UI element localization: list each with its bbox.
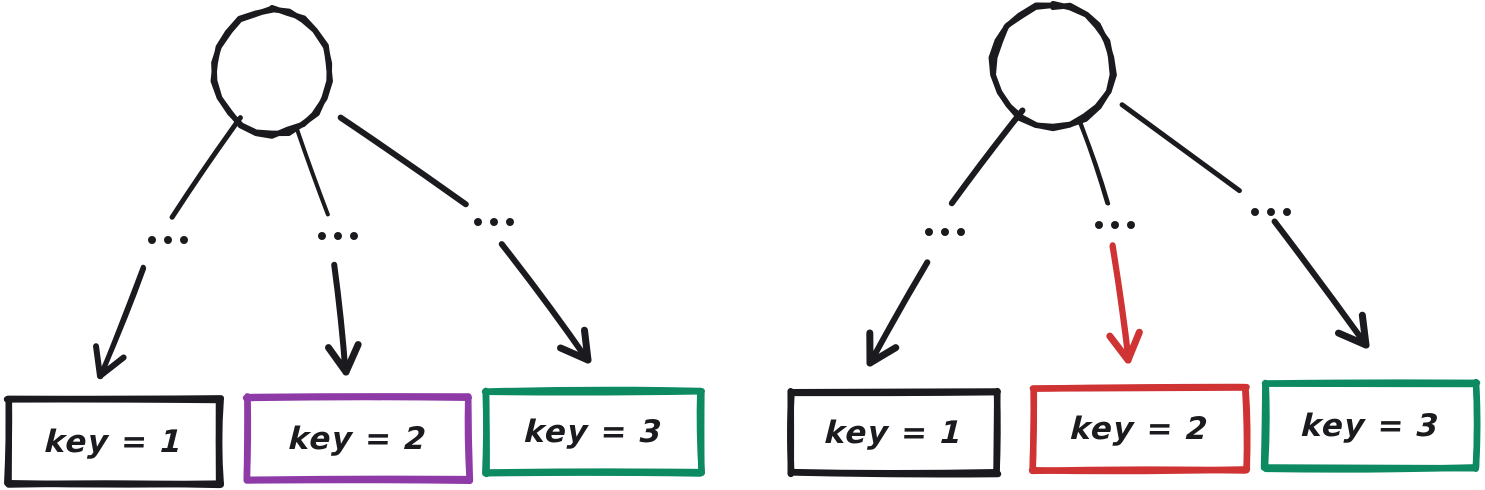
box-key-2-edge-1: [1241, 385, 1251, 473]
box-key-3[interactable]: [481, 386, 706, 478]
box-key-1-edge-1: [993, 388, 1001, 478]
ellipsis-left-icon: [148, 236, 188, 244]
arrow-to-key-3-shaft: [498, 241, 591, 364]
ellipsis-middle-icon: [318, 232, 358, 240]
arrow-to-key-2-shaft: [331, 261, 349, 376]
box-key-2-edge-1: [464, 393, 474, 484]
arrow-to-key-3-head-0: [557, 344, 592, 364]
box-key-1-edge-0: [3, 395, 223, 404]
ellipsis-left-icon: [925, 228, 965, 236]
box-key-1-edge-2: [787, 469, 1002, 478]
arrow-to-key-1-head-1: [97, 354, 127, 379]
box-key-2[interactable]: [242, 393, 474, 485]
box-key-3-edge-0: [482, 386, 704, 395]
box-key-3-edge-3: [1261, 380, 1270, 471]
branch-left-stroke: [948, 107, 1026, 207]
branch-middle: [295, 128, 330, 217]
branch-left-stroke: [169, 115, 243, 220]
arrow-to-key-3: [1271, 218, 1370, 349]
arrow-to-key-2-head-0: [1106, 332, 1132, 364]
box-key-3-edge-2: [1261, 464, 1479, 472]
box-key-2[interactable]: [1028, 383, 1251, 475]
arrow-to-key-1: [93, 264, 147, 380]
box-key-3-edge-3: [482, 387, 490, 477]
branch-left: [948, 107, 1026, 207]
root-node-circle[interactable]: [988, 0, 1117, 132]
ellipsis-right-icon: [1251, 208, 1291, 216]
branch-middle: [1078, 120, 1111, 206]
branch-right-stroke: [1119, 102, 1242, 194]
box-key-3-edge-1: [696, 387, 706, 477]
arrow-to-key-2-head-1: [1124, 328, 1143, 364]
box-key-1[interactable]: [3, 395, 225, 489]
box-key-3-edge-1: [1472, 378, 1481, 472]
arrow-to-key-2-head-0: [325, 344, 350, 376]
box-key-2-edge-3: [243, 394, 252, 483]
arrow-to-key-2: [1106, 242, 1143, 364]
arrow-to-key-3-shaft: [1271, 218, 1370, 349]
root-node-circle-stroke: [211, 5, 333, 137]
box-key-2-edge-3: [1029, 385, 1037, 474]
arrow-to-key-2-head-1: [342, 341, 362, 376]
box-key-3[interactable]: [1260, 378, 1481, 473]
box-key-1-edge-1: [215, 395, 224, 488]
box-key-2-edge-2: [244, 475, 472, 484]
branch-right: [1119, 102, 1242, 194]
branch-left: [169, 115, 243, 220]
arrow-to-key-3-head-0: [1334, 329, 1370, 349]
arrow-to-key-3: [498, 241, 592, 364]
branch-middle-stroke: [295, 128, 330, 217]
ellipsis-right-icon: [474, 218, 514, 226]
box-key-2-edge-2: [1028, 466, 1249, 475]
box-key-2-edge-0: [244, 393, 472, 401]
root-node-circle[interactable]: [210, 4, 333, 139]
arrow-to-key-2: [325, 261, 362, 376]
arrow-to-key-1: [866, 259, 931, 367]
box-key-1-edge-0: [788, 388, 1001, 397]
box-key-3-edge-2: [483, 468, 705, 476]
arrow-to-key-1-shaft: [867, 259, 931, 367]
root-node-circle-stroke: [990, 0, 1116, 130]
box-key-2-edge-0: [1030, 383, 1250, 392]
branch-right: [337, 114, 469, 208]
arrow-to-key-1-head-1: [866, 344, 900, 367]
arrow-to-key-2-shaft: [1109, 243, 1132, 363]
arrow-to-key-3-head-1: [1358, 311, 1370, 349]
box-key-1[interactable]: [787, 387, 1002, 478]
branch-middle-stroke: [1078, 120, 1110, 206]
ellipsis-middle-icon: [1095, 221, 1135, 229]
arrow-to-key-1-shaft: [97, 265, 147, 380]
box-key-1-edge-2: [5, 480, 223, 489]
arrow-to-key-3-head-1: [580, 326, 592, 364]
arrow-to-key-1-head-0: [93, 343, 103, 379]
branch-right-stroke: [337, 114, 469, 208]
